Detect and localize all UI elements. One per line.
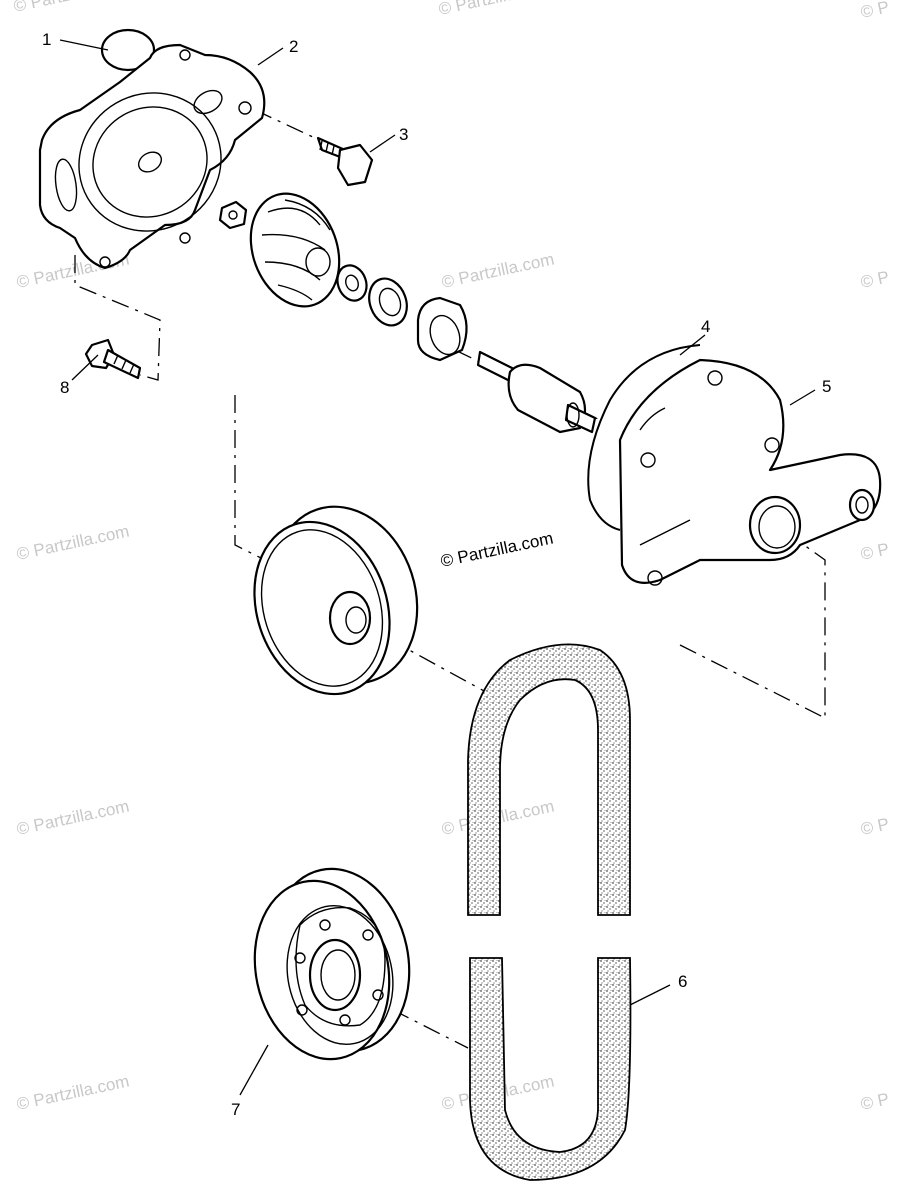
callout-1: 1 bbox=[42, 30, 51, 49]
callout-labels: 1 2 3 4 5 6 7 8 bbox=[42, 30, 831, 1119]
bolt-part-8 bbox=[84, 338, 142, 380]
o-ring-part-1 bbox=[100, 28, 156, 72]
pump-cover-part-2 bbox=[38, 43, 266, 270]
watermark-tile: © P bbox=[859, 267, 891, 292]
pump-shaft bbox=[476, 350, 597, 434]
impeller-nut bbox=[218, 200, 248, 230]
seal-set bbox=[336, 264, 468, 362]
watermark-center: © Partzilla.com bbox=[439, 529, 555, 571]
callout-3: 3 bbox=[399, 125, 408, 144]
watermark-tile: © Partzilla.com bbox=[15, 797, 131, 839]
watermark-tile: © P bbox=[859, 539, 891, 564]
callout-4: 4 bbox=[701, 317, 710, 336]
watermark-tile: © P bbox=[859, 0, 891, 22]
callout-7: 7 bbox=[231, 1100, 240, 1119]
callout-2: 2 bbox=[289, 37, 298, 56]
bolt-part-3 bbox=[316, 136, 374, 187]
watermark-tile: © Partzilla.com bbox=[440, 250, 556, 292]
drive-belt-upper bbox=[467, 643, 631, 916]
o-ring-part-4 bbox=[587, 344, 701, 531]
assembly-lines bbox=[74, 109, 826, 1049]
watermark-tile: © P bbox=[859, 814, 891, 839]
watermark-tile: © P bbox=[859, 1089, 891, 1114]
callout-8: 8 bbox=[60, 378, 69, 397]
leader-lines bbox=[59, 39, 816, 1096]
lower-pulley-part-7 bbox=[253, 867, 411, 1061]
pump-housing-part-5 bbox=[618, 358, 882, 586]
watermark-tile: © Partzilla.com bbox=[437, 0, 553, 19]
watermark-tile: © Partzilla.com bbox=[12, 0, 128, 16]
impeller bbox=[249, 192, 341, 308]
callout-6: 6 bbox=[678, 972, 687, 991]
watermark-tile: © Partzilla.com bbox=[15, 1072, 131, 1114]
drive-belt-lower bbox=[469, 957, 632, 1181]
watermark-tile: © Partzilla.com bbox=[15, 522, 131, 564]
callout-5: 5 bbox=[822, 377, 831, 396]
upper-pulley bbox=[253, 505, 419, 696]
